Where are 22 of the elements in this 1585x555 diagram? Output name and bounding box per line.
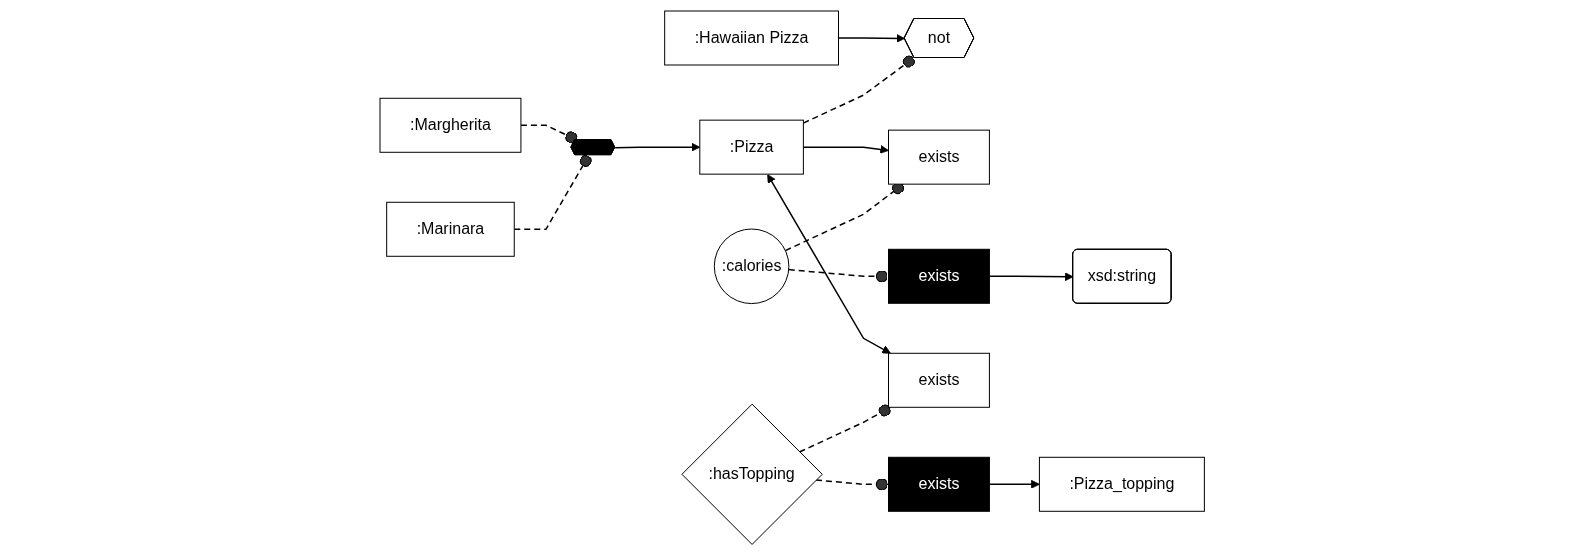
connector <box>802 55 916 124</box>
node-circle: :calories <box>714 228 790 304</box>
arrow <box>767 173 892 354</box>
node-box: exists <box>888 456 991 512</box>
arrow <box>988 479 1041 489</box>
arrow <box>802 144 890 154</box>
node-box: exists <box>888 248 991 304</box>
node-box: :Margherita <box>379 97 522 153</box>
node-box: :Pizza_topping <box>1039 456 1206 512</box>
connector <box>520 124 579 144</box>
node-box: exists <box>888 129 991 185</box>
connector <box>513 154 593 230</box>
arrow <box>838 33 906 43</box>
connector <box>788 268 890 283</box>
arrow <box>988 272 1074 281</box>
node-box: :Pizza <box>699 119 805 175</box>
node-diamond: :hasTopping <box>681 403 824 545</box>
arrow <box>614 142 701 152</box>
node-box: :Marinara <box>386 201 516 257</box>
node-box: :Hawaiian Pizza <box>664 10 840 66</box>
connector <box>799 404 892 453</box>
node-box: exists <box>888 352 991 408</box>
